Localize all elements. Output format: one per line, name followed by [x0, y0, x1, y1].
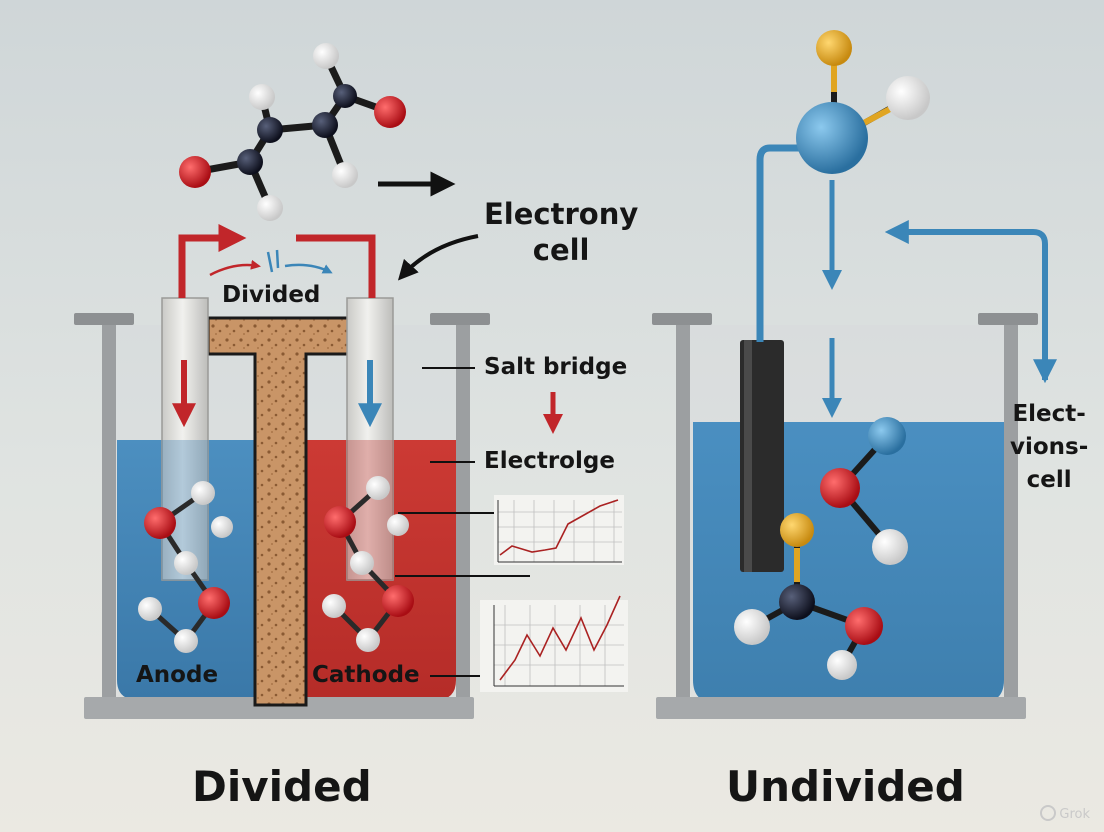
divided-small-label: Divided [222, 282, 321, 308]
beaker-left-wall [102, 322, 116, 702]
mini-chart-bottom [480, 595, 628, 692]
electrony-cell-label: Electrony cell [484, 197, 639, 267]
top-molecule [179, 43, 406, 221]
salt-bridge-label: Salt bridge [484, 354, 628, 380]
beaker-base [84, 697, 474, 719]
electrony-cell-pointer [397, 234, 479, 281]
mini-chart-top [494, 495, 624, 565]
elect-vions-cell-label: Elect- vions- cell [1010, 401, 1089, 493]
grok-watermark: Grok [1040, 805, 1090, 822]
divided-title: Divided [192, 762, 372, 811]
cathode-label: Cathode [312, 662, 420, 688]
undivided-right-wall [1004, 322, 1018, 702]
undivided-left-wall [676, 322, 690, 702]
undivided-return-arrow [884, 220, 1048, 380]
cathode-wire [296, 234, 376, 298]
divided-cell [74, 224, 490, 719]
undivided-cell [652, 30, 1057, 719]
grok-logo-icon [1040, 805, 1057, 821]
electrolge-label: Electrolge [484, 448, 615, 474]
undivided-base [656, 697, 1026, 719]
cathode-electrode [346, 297, 394, 581]
leader-lines [395, 367, 530, 677]
anode-label: Anode [136, 662, 219, 688]
anode-wire-arrow [178, 224, 247, 298]
undivided-title: Undivided [726, 762, 965, 811]
